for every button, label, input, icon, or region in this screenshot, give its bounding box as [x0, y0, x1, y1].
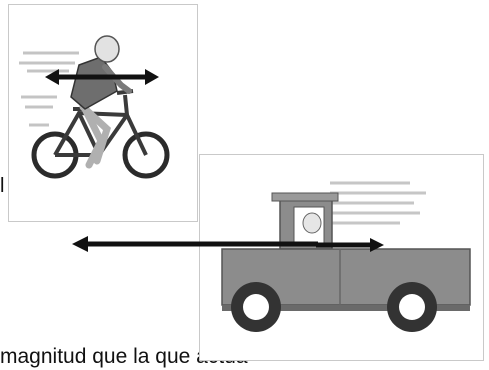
driver-head [303, 213, 321, 233]
speed-lines [19, 53, 79, 125]
long-left-arrow-head [72, 236, 88, 252]
truck-illustration [200, 155, 485, 362]
truck-roof [272, 193, 338, 201]
rider-head [95, 36, 119, 62]
rider-torso [71, 57, 117, 109]
cyclist-illustration-panel [8, 4, 198, 222]
truck-illustration-panel [199, 154, 484, 361]
text-fragment-left: l [0, 176, 4, 196]
truck-speed-lines [330, 183, 426, 223]
cyclist-illustration [9, 5, 199, 223]
